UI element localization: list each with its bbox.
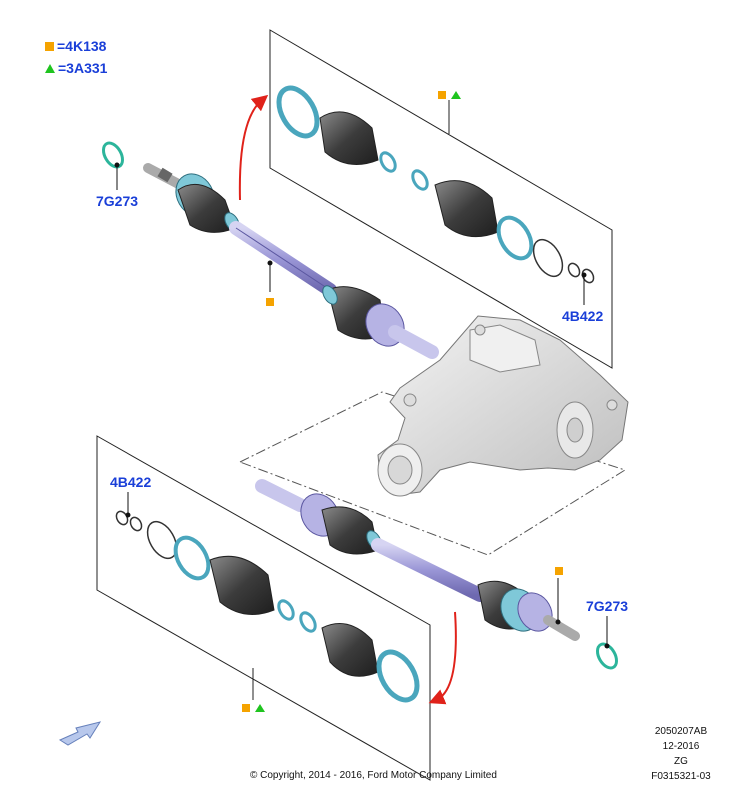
reference-language: ZG xyxy=(674,756,688,767)
callout-7g273-lower: 7G273 xyxy=(586,598,629,614)
red-curved-arrow-icon-lower xyxy=(428,611,457,705)
legend-item-square: =4K138 xyxy=(45,38,106,54)
upper-exploded-panel xyxy=(269,29,613,369)
callout-4b422-upper: 4B422 xyxy=(562,308,604,324)
leader-lines xyxy=(114,162,610,649)
reference-code: 2050207AB xyxy=(654,726,708,737)
callout-4b422-lower: 4B422 xyxy=(110,474,152,490)
front-direction-arrow-icon xyxy=(58,721,102,746)
callout-7g273-upper: 7G273 xyxy=(96,193,139,209)
legend-label-4k138: =4K138 xyxy=(57,38,107,54)
reference-figure-id: F0315321-03 xyxy=(651,771,711,782)
square-marker-icon xyxy=(45,41,54,51)
copyright-text: © Copyright, 2014 - 2016, Ford Motor Com… xyxy=(250,770,497,781)
lower-exploded-panel xyxy=(96,435,431,781)
lower-exploded-parts xyxy=(115,510,420,703)
part-markers xyxy=(242,91,563,712)
triangle-marker-icon xyxy=(45,63,55,73)
seal-upper-left xyxy=(102,141,124,169)
legend-item-triangle: =3A331 xyxy=(45,60,107,76)
lower-halfshaft-assembly xyxy=(255,479,580,641)
legend-label-3a331: =3A331 xyxy=(58,60,108,76)
seal-lower-right xyxy=(596,642,618,670)
upper-halfshaft-assembly xyxy=(143,163,439,359)
red-curved-arrow-icon xyxy=(238,94,269,201)
upper-exploded-parts xyxy=(276,85,595,284)
rear-differential-housing xyxy=(377,315,629,497)
reference-date: 12-2016 xyxy=(662,741,700,752)
